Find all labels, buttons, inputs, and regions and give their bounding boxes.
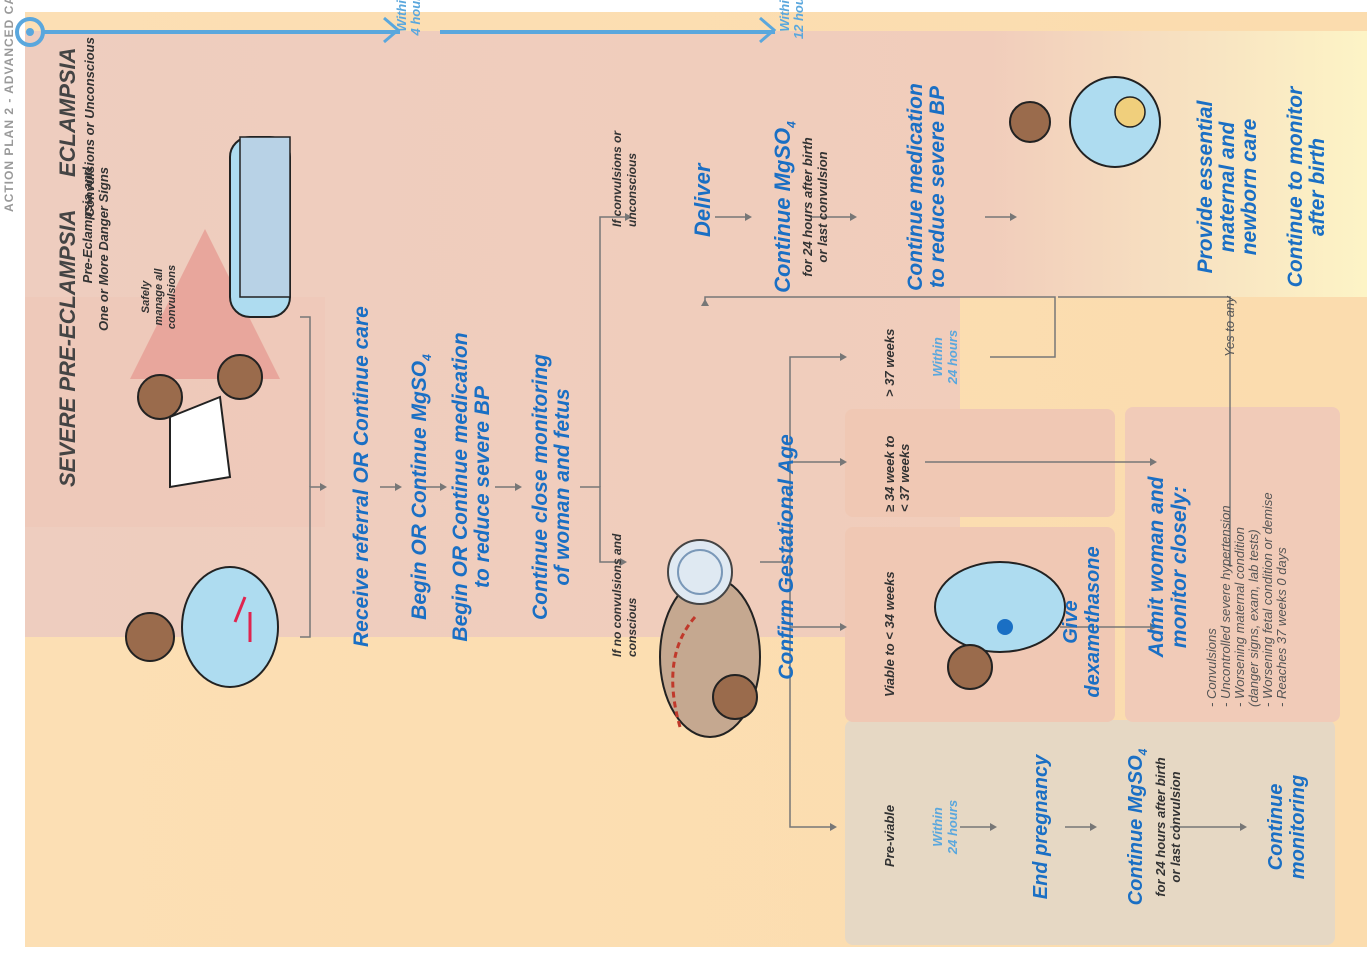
woman-dexamethasone-illustration <box>934 561 1066 690</box>
end-pregnancy: End pregnancy <box>1030 754 1052 900</box>
criteria-item: - Reaches 37 weeks 0 days <box>1274 547 1289 707</box>
pregnant-woman-illustration <box>659 539 761 738</box>
yes-to-any: Yes to any <box>1222 296 1237 357</box>
woman-newborn-illustration <box>1009 76 1161 168</box>
continue-mgso4-upper: Continue MgSO4 <box>770 121 799 293</box>
col-viable: Viable to < 34 weeks <box>882 571 897 697</box>
criteria-item: - Uncontrolled severe hypertension <box>1218 505 1233 707</box>
woman-headache-illustration <box>125 566 279 688</box>
criteria-item: - Convulsions <box>1204 628 1219 707</box>
continue-mgso4-lower: Continue MgSO4 <box>1125 748 1150 906</box>
woman-convulsion-illustration <box>137 136 291 489</box>
criteria-item: - Worsening maternal condition <box>1232 527 1247 707</box>
admit-criteria-list: - Convulsions - Uncontrolled severe hype… <box>1204 492 1289 707</box>
criteria-item: (danger signs, exam, lab tests) <box>1246 529 1261 707</box>
begin-mgso4-step: Begin OR Continue MgSO4 <box>408 354 435 620</box>
criteria-item: - Worsening fetal condition or demise <box>1260 492 1275 707</box>
deliver-step: Deliver <box>690 163 715 237</box>
receive-step: Receive referral OR Continue care <box>350 306 373 647</box>
col-37: > 37 weeks <box>882 328 897 397</box>
col-34-37: ≥ 34 week to< 37 weeks <box>882 435 912 512</box>
col-previable: Pre-viable <box>882 804 897 867</box>
confirm-gestational-age: Confirm Gestational Age <box>775 434 798 680</box>
